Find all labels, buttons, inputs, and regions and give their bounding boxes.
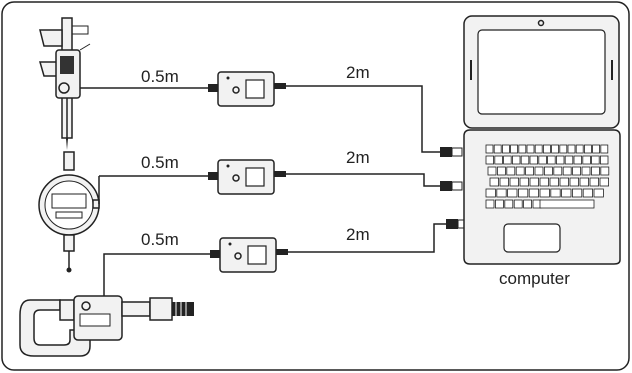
keyboard-key <box>544 166 553 176</box>
keyboard-key <box>600 155 609 165</box>
keyboard-key <box>562 166 572 176</box>
keyboard-key <box>573 155 582 165</box>
keyboard-key <box>489 177 500 187</box>
keyboard-key <box>584 144 592 154</box>
cable-label-micrometer-long: 2m <box>346 225 370 244</box>
keyboard-key <box>485 199 495 209</box>
short-cables <box>80 84 220 296</box>
long-cables <box>274 83 469 255</box>
keyboard-key <box>494 199 504 209</box>
keyboard-key <box>493 144 502 154</box>
keyboard-key <box>526 144 535 154</box>
keyboard-key <box>518 188 529 198</box>
keyboard-key <box>487 166 497 176</box>
keyboard-key <box>494 155 503 165</box>
keyboard-key <box>499 177 510 187</box>
laptop-icon <box>463 15 621 265</box>
cable-label-micrometer-short: 0.5m <box>141 230 179 249</box>
keyboard-key <box>538 155 547 165</box>
computer-label: computer <box>499 269 570 288</box>
keyboard-key <box>503 155 512 165</box>
keyboard-key <box>485 188 496 198</box>
keyboard-key <box>507 188 518 198</box>
keyboard-key <box>513 199 523 209</box>
keyboard-key <box>556 155 565 165</box>
keyboard-key <box>496 166 506 176</box>
keyboard-key <box>539 177 550 187</box>
keyboard-key <box>523 199 532 209</box>
keyboard-key <box>525 166 534 176</box>
cable-label-indicator-short: 0.5m <box>141 153 179 172</box>
cable-label-caliper-long: 2m <box>346 63 370 82</box>
keyboard-key <box>599 177 610 187</box>
keyboard-key <box>509 177 520 187</box>
keyboard-key <box>569 177 580 187</box>
keyboard-key <box>485 144 494 154</box>
keyboard-key <box>529 155 538 165</box>
keyboard-key <box>519 177 530 187</box>
keyboard-key <box>582 155 591 165</box>
keyboard-key <box>496 188 507 198</box>
keyboard-key <box>520 155 530 165</box>
keyboard-key <box>572 166 581 176</box>
keyboard-key <box>518 144 527 154</box>
keyboard-key <box>592 144 600 154</box>
keyboard-key <box>589 177 600 187</box>
keyboard-key <box>581 166 591 176</box>
cable-label-caliper-short: 0.5m <box>141 67 179 86</box>
keyboard-key <box>529 177 540 187</box>
keyboard-key <box>600 144 609 154</box>
keyboard-spacebar <box>539 199 595 209</box>
keyboard-key <box>515 166 525 176</box>
caliper-icon <box>39 17 91 150</box>
cable-label-indicator-long: 2m <box>346 148 370 167</box>
dial-indicator-icon <box>38 151 100 273</box>
keyboard-key <box>600 166 610 176</box>
keyboard-key <box>559 144 568 154</box>
keyboard-key <box>547 155 556 165</box>
keyboard-key <box>501 144 510 154</box>
keyboard-key <box>549 177 560 187</box>
keyboard-key <box>593 188 604 198</box>
interface-box-icon <box>217 71 277 273</box>
keyboard-key <box>510 144 519 154</box>
keyboard-key <box>534 166 544 176</box>
keyboard-key <box>543 144 551 154</box>
keyboard-key <box>561 188 572 198</box>
keyboard-key <box>504 199 514 209</box>
keyboard-key <box>564 155 574 165</box>
keyboard-key <box>485 155 494 165</box>
keyboard-key <box>582 188 594 198</box>
keyboard-key <box>551 144 559 154</box>
keyboard-key <box>559 177 570 187</box>
keyboard-key <box>579 177 590 187</box>
keyboard-key <box>572 188 583 198</box>
keyboard <box>485 144 610 209</box>
keyboard-key <box>575 144 584 154</box>
keyboard-key <box>534 144 543 154</box>
keyboard-key <box>528 188 540 198</box>
keyboard-key <box>506 166 516 176</box>
keyboard-key <box>539 188 550 198</box>
keyboard-key <box>512 155 521 165</box>
keyboard-key <box>567 144 576 154</box>
keyboard-key <box>591 155 600 165</box>
micrometer-icon <box>19 295 194 357</box>
keyboard-key <box>591 166 600 176</box>
keyboard-key <box>553 166 563 176</box>
keyboard-key <box>550 188 561 198</box>
